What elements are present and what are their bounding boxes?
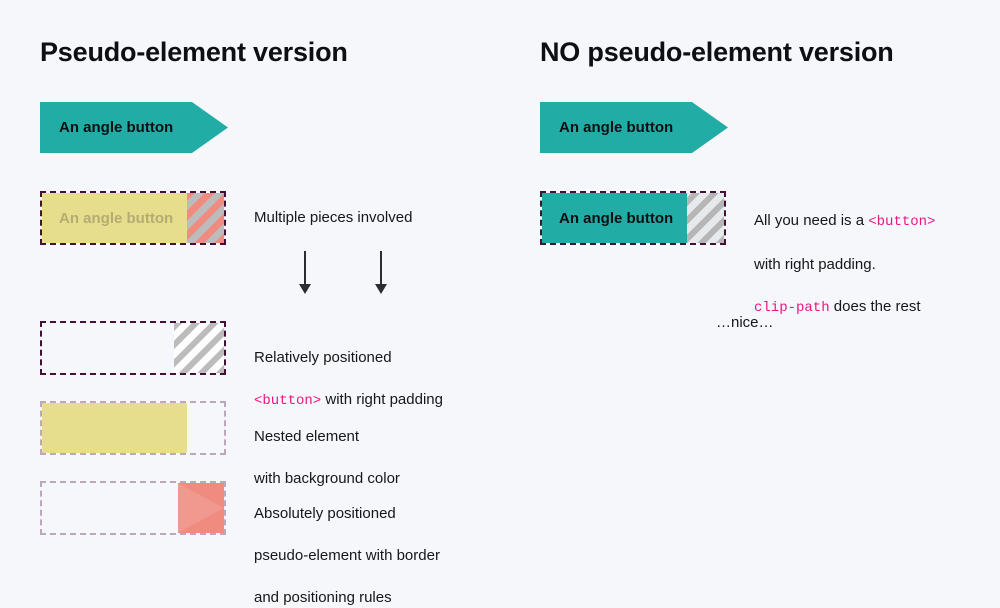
- diagram-canvas: Pseudo-element version An angle button A…: [40, 37, 935, 606]
- pseudo-element-block: [178, 483, 224, 533]
- composite-content-label: An angle button: [59, 209, 174, 227]
- nested-element-inner: [42, 403, 224, 453]
- diagram-row-single-button: An angle button: [540, 191, 726, 245]
- caption-pseudo-line1: Absolutely positioned: [254, 505, 396, 522]
- caption-relative-line1: Relatively positioned: [254, 349, 392, 366]
- single-button-inner: An angle button: [542, 193, 724, 243]
- right-column-title: NO pseudo-element version: [540, 37, 894, 67]
- caption-composite: Multiple pieces involved: [254, 209, 413, 226]
- caption-relative-code: <button>: [254, 393, 322, 409]
- composite-pseudo-hatch: [187, 193, 224, 243]
- diagram-row-composite: An angle button: [40, 191, 226, 245]
- left-column-title: Pseudo-element version: [40, 37, 348, 67]
- composite-inner: An angle button: [42, 193, 224, 243]
- angle-button-label: An angle button: [559, 119, 674, 136]
- relative-button-padding-hatch: [174, 323, 224, 373]
- nested-element-fill: [42, 403, 187, 453]
- caption-single-code-clippath: clip-path: [754, 300, 830, 316]
- caption-nested-line1: Nested element: [254, 428, 360, 445]
- caption-single-button: All you need is a <button> with right pa…: [754, 189, 935, 319]
- composite-content-area: An angle button: [42, 193, 187, 243]
- caption-nested-element: Nested element with background color: [254, 405, 400, 489]
- pseudo-element-inner: [42, 483, 224, 533]
- caption-relative-line2: with right padding: [321, 391, 443, 408]
- caption-pseudo-line2: pseudo-element with border: [254, 547, 440, 564]
- single-button-padding-hatch: [687, 193, 724, 243]
- single-button-content-area: An angle button: [542, 193, 687, 243]
- caption-pseudo-element: Absolutely positioned pseudo-element wit…: [254, 482, 440, 608]
- caption-pseudo-line3: and positioning rules: [254, 589, 392, 606]
- caption-single-line2: with right padding.: [754, 256, 876, 273]
- angle-button-label: An angle button: [59, 119, 174, 136]
- diagram-row-nested-element: [40, 401, 226, 455]
- diagram-row-pseudo-element: [40, 481, 226, 535]
- caption-single-code-button: <button>: [868, 214, 936, 230]
- relative-button-inner: [42, 323, 224, 373]
- caption-single-pre: All you need is a: [754, 212, 869, 229]
- flow-arrow-1: [299, 251, 311, 294]
- caption-single-post: does the rest: [829, 298, 921, 315]
- angle-button-demo-left[interactable]: An angle button: [40, 102, 228, 153]
- diagram-row-relative-button: [40, 321, 226, 375]
- single-button-label: An angle button: [559, 209, 674, 227]
- angle-button-demo-right[interactable]: An angle button: [540, 102, 728, 153]
- caption-nested-line2: with background color: [254, 470, 400, 487]
- caption-relative-button: Relatively positioned <button> with righ…: [254, 326, 443, 412]
- flow-arrow-2: [375, 251, 387, 294]
- nice-note: …nice…: [716, 314, 774, 331]
